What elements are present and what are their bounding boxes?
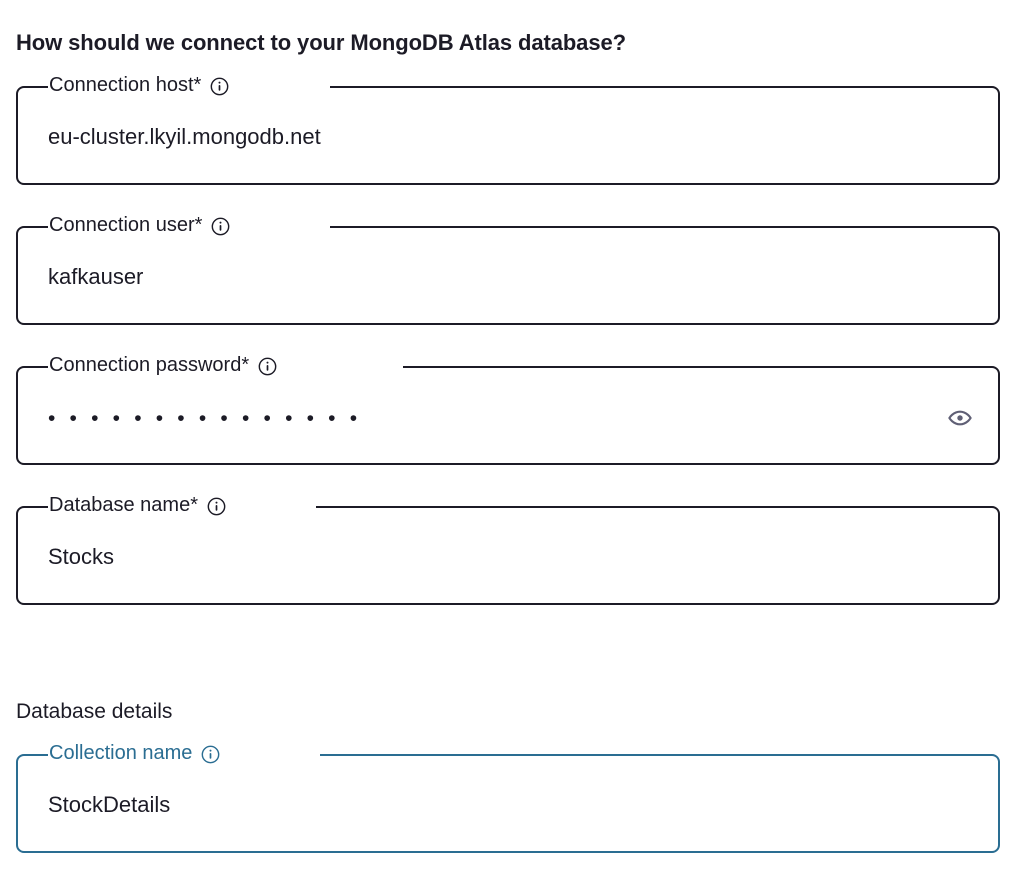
label-connection-password: Connection password*: [49, 350, 277, 380]
info-circle-icon[interactable]: [210, 77, 229, 96]
label-text: Connection user*: [49, 214, 203, 236]
label-text: Connection password*: [49, 354, 250, 376]
field-connection-password[interactable]: Connection password* •••••••••••••••: [16, 354, 1000, 465]
info-circle-icon[interactable]: [207, 497, 226, 516]
field-collection-name[interactable]: Collection name StockDetails: [16, 742, 1000, 853]
toggle-password-visibility-button[interactable]: [946, 404, 974, 432]
label-text: Collection name: [49, 742, 193, 764]
eye-icon: [947, 405, 973, 431]
field-outline: [16, 506, 1000, 605]
info-circle-icon[interactable]: [201, 745, 220, 764]
value-connection-user[interactable]: kafkauser: [48, 264, 144, 289]
field-database-name[interactable]: Database name* Stocks: [16, 494, 1000, 605]
page-title: How should we connect to your MongoDB At…: [16, 29, 626, 55]
label-connection-user: Connection user*: [49, 210, 230, 240]
value-database-name[interactable]: Stocks: [48, 544, 115, 569]
label-connection-host: Connection host*: [49, 70, 229, 100]
info-circle-icon[interactable]: [211, 217, 230, 236]
field-connection-host[interactable]: Connection host* eu-cluster.lkyil.mongod…: [16, 74, 1000, 185]
field-connection-user[interactable]: Connection user* kafkauser: [16, 214, 1000, 325]
label-collection-name: Collection name: [49, 738, 220, 768]
value-connection-host[interactable]: eu-cluster.lkyil.mongodb.net: [48, 124, 321, 149]
section-title-database-details: Database details: [16, 700, 173, 724]
value-connection-password[interactable]: •••••••••••••••: [48, 407, 372, 430]
label-text: Connection host*: [49, 74, 202, 96]
label-database-name: Database name*: [49, 490, 226, 520]
info-circle-icon[interactable]: [258, 357, 277, 376]
value-collection-name[interactable]: StockDetails: [48, 792, 171, 817]
label-text: Database name*: [49, 494, 198, 516]
field-outline: [16, 226, 1000, 325]
